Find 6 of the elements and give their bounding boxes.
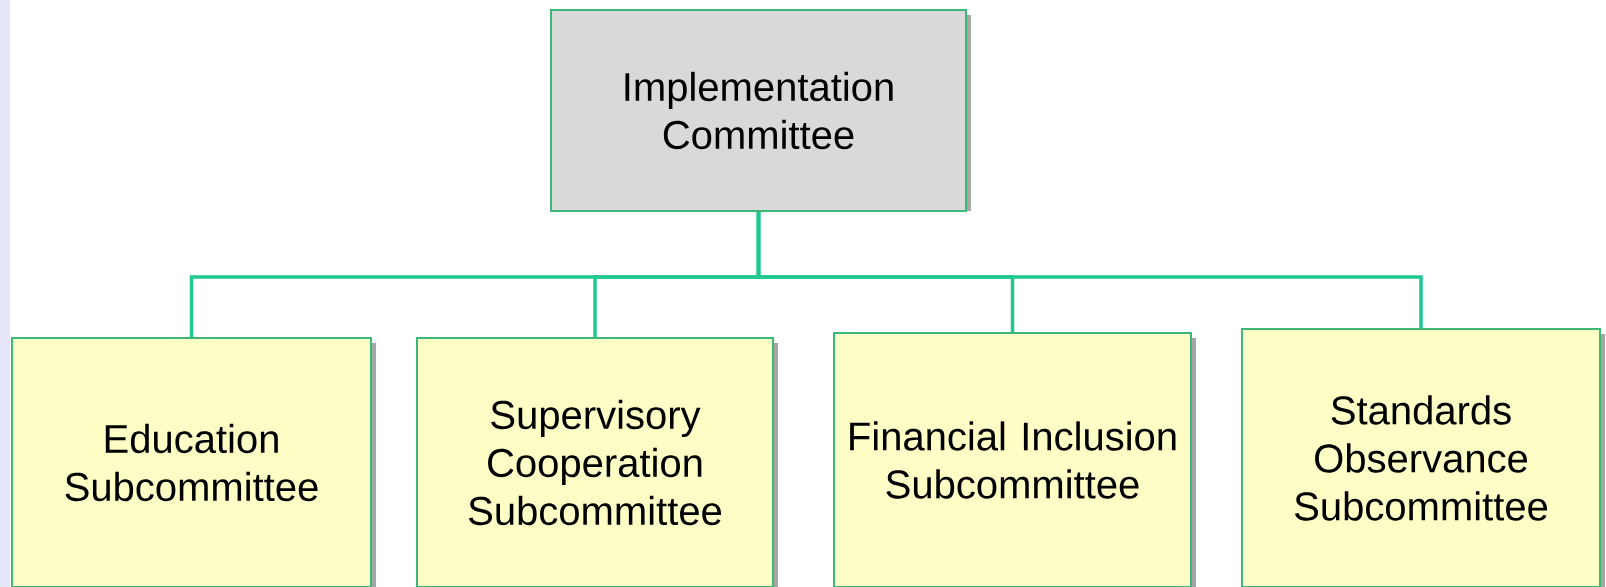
subcommittee-box: Standards Observance Subcommittee — [1241, 328, 1601, 587]
subcommittee-box: Education Subcommittee — [11, 337, 372, 587]
subcommittee-box: Supervisory Cooperation Subcommittee — [416, 337, 774, 587]
connector-line — [756, 212, 1423, 328]
subcommittee-box: Financial Inclusion Subcommittee — [833, 332, 1192, 587]
committee-box: Implementation Committee — [550, 9, 967, 212]
